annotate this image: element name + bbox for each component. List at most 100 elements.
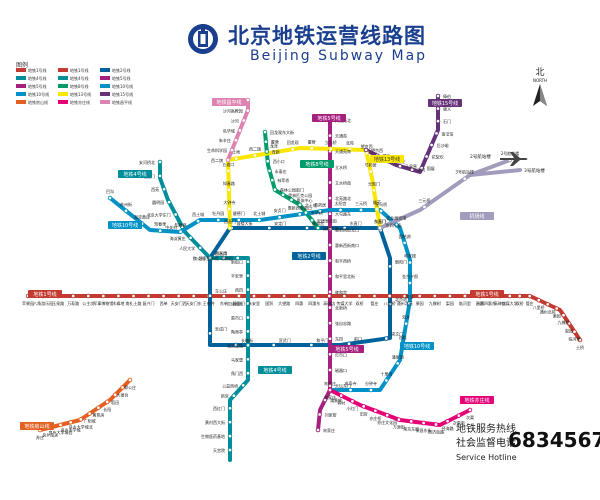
station-marker[interactable] bbox=[296, 293, 302, 299]
station-marker[interactable] bbox=[395, 361, 400, 366]
station-marker[interactable] bbox=[226, 168, 231, 174]
station-marker[interactable] bbox=[327, 133, 333, 138]
station-marker[interactable] bbox=[235, 255, 240, 261]
station-marker[interactable] bbox=[225, 157, 231, 163]
station-marker[interactable] bbox=[387, 264, 393, 269]
station-marker[interactable] bbox=[462, 176, 467, 181]
line-badge-l13[interactable]: 地铁13号线 bbox=[370, 155, 404, 163]
station-marker[interactable] bbox=[104, 399, 110, 405]
station-marker[interactable] bbox=[327, 289, 333, 295]
station-marker[interactable] bbox=[378, 208, 384, 214]
station-marker[interactable] bbox=[402, 240, 407, 246]
station-marker[interactable] bbox=[434, 131, 439, 136]
station-marker[interactable] bbox=[166, 199, 172, 205]
station-marker[interactable] bbox=[78, 417, 84, 422]
station-marker[interactable] bbox=[374, 206, 380, 212]
line-badge-lairport[interactable]: 机场线 bbox=[460, 212, 494, 220]
station-marker[interactable] bbox=[207, 331, 213, 336]
station-marker[interactable] bbox=[178, 229, 183, 234]
station-marker[interactable] bbox=[561, 312, 566, 318]
station-marker[interactable] bbox=[266, 293, 272, 299]
station-marker[interactable] bbox=[517, 293, 522, 299]
station-marker[interactable] bbox=[236, 293, 242, 299]
station-marker[interactable] bbox=[157, 228, 163, 233]
station-marker[interactable] bbox=[377, 225, 383, 231]
station-marker[interactable] bbox=[123, 208, 129, 214]
station-marker[interactable] bbox=[245, 315, 251, 320]
station-marker[interactable] bbox=[229, 147, 235, 153]
station-marker[interactable] bbox=[445, 418, 450, 424]
station-marker[interactable] bbox=[407, 280, 413, 286]
station-marker[interactable] bbox=[577, 337, 583, 343]
station-marker[interactable] bbox=[207, 255, 213, 261]
station-marker[interactable] bbox=[327, 293, 332, 299]
station-marker[interactable] bbox=[384, 412, 390, 418]
station-marker[interactable] bbox=[262, 129, 268, 135]
station-marker[interactable] bbox=[146, 293, 151, 299]
station-marker[interactable] bbox=[303, 210, 309, 215]
station-marker[interactable] bbox=[96, 405, 101, 410]
station-marker[interactable] bbox=[429, 142, 434, 148]
station-marker[interactable] bbox=[422, 204, 427, 210]
station-marker[interactable] bbox=[572, 329, 577, 334]
line-badge-lfs[interactable]: 地铁房山线 bbox=[20, 422, 54, 430]
station-marker[interactable] bbox=[358, 207, 364, 213]
station-marker[interactable] bbox=[161, 186, 167, 192]
station-marker[interactable] bbox=[257, 217, 262, 223]
station-marker[interactable] bbox=[432, 293, 438, 299]
station-marker[interactable] bbox=[227, 433, 233, 439]
station-marker[interactable] bbox=[403, 321, 409, 326]
station-marker[interactable] bbox=[289, 197, 294, 203]
station-marker[interactable] bbox=[68, 420, 73, 425]
station-marker[interactable] bbox=[507, 293, 513, 299]
station-marker[interactable] bbox=[409, 167, 415, 172]
station-marker[interactable] bbox=[157, 159, 163, 165]
station-marker[interactable] bbox=[327, 180, 333, 185]
station-marker[interactable] bbox=[277, 214, 282, 220]
station-marker[interactable] bbox=[197, 245, 203, 251]
station-marker[interactable] bbox=[272, 187, 278, 192]
station-marker[interactable] bbox=[271, 150, 277, 155]
station-marker[interactable] bbox=[566, 321, 572, 326]
station-marker[interactable] bbox=[263, 139, 269, 144]
station-marker[interactable] bbox=[424, 154, 429, 159]
station-marker[interactable] bbox=[297, 212, 303, 217]
station-marker[interactable] bbox=[233, 342, 239, 348]
station-marker[interactable] bbox=[227, 225, 233, 231]
station-marker[interactable] bbox=[252, 153, 258, 158]
line-badge-l10e[interactable]: 地铁10号线 bbox=[400, 342, 434, 350]
station-marker[interactable] bbox=[280, 192, 286, 198]
station-marker[interactable] bbox=[322, 397, 328, 403]
station-marker[interactable] bbox=[58, 422, 63, 428]
station-marker[interactable] bbox=[417, 293, 422, 299]
station-marker[interactable] bbox=[241, 118, 247, 123]
station-marker[interactable] bbox=[233, 156, 239, 161]
line-badge-l2[interactable]: 地铁2号线 bbox=[292, 252, 326, 260]
station-marker[interactable] bbox=[227, 206, 232, 212]
line-badge-l1w[interactable]: 地铁1号线 bbox=[28, 290, 62, 298]
station-marker[interactable] bbox=[116, 293, 121, 299]
station-marker[interactable] bbox=[245, 370, 251, 376]
station-marker[interactable] bbox=[270, 177, 275, 183]
station-marker[interactable] bbox=[240, 383, 246, 388]
station-marker[interactable] bbox=[373, 408, 378, 414]
station-marker[interactable] bbox=[245, 259, 251, 264]
station-marker[interactable] bbox=[371, 188, 377, 193]
station-marker[interactable] bbox=[387, 293, 392, 299]
station-marker[interactable] bbox=[227, 447, 233, 453]
station-marker[interactable] bbox=[346, 341, 352, 346]
station-marker[interactable] bbox=[221, 255, 227, 261]
station-marker[interactable] bbox=[86, 293, 91, 299]
station-marker[interactable] bbox=[157, 173, 163, 179]
station-marker[interactable] bbox=[394, 222, 399, 227]
station-marker[interactable] bbox=[368, 387, 374, 393]
station-marker[interactable] bbox=[312, 293, 317, 299]
station-marker[interactable] bbox=[327, 242, 333, 248]
station-marker[interactable] bbox=[407, 301, 412, 306]
station-marker[interactable] bbox=[433, 422, 439, 427]
station-marker[interactable] bbox=[384, 378, 389, 383]
station-marker[interactable] bbox=[421, 420, 426, 426]
line-badge-lyz[interactable]: 地铁亦庄线 bbox=[460, 396, 494, 404]
station-marker[interactable] bbox=[101, 293, 106, 299]
line-badge-l5s[interactable]: 地铁5号线 bbox=[330, 345, 364, 353]
